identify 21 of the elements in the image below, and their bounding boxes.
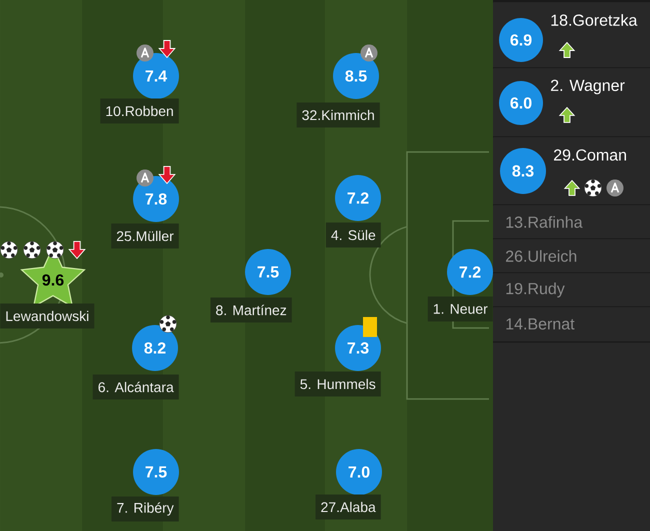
player-name: 8. Martínez	[210, 297, 292, 322]
bench-row: 14.Bernat	[493, 307, 650, 343]
node-label: 26.Ulreich	[506, 250, 576, 262]
player-name: 7. Ribéry	[112, 496, 179, 522]
player-name: 4. Süle	[326, 222, 381, 248]
bench-row: 13.Rafinha	[493, 205, 650, 240]
player-name: 10.Robben	[100, 98, 179, 124]
bench-row: 26.Ulreich	[493, 239, 650, 274]
bench-row: 19.Rudy	[493, 273, 650, 308]
player-name: 25.Müller	[111, 223, 179, 248]
player-name: 6. Alcántara	[92, 374, 179, 400]
player-name: 1. Neuer	[428, 296, 493, 322]
node-label: 19.Rudy	[506, 282, 565, 298]
player-name: 27.Alaba	[316, 494, 381, 520]
node-label: 29.Coman	[554, 149, 626, 161]
node-label: 2. Wagner	[551, 80, 625, 94]
player-name: 32.Kimmich	[296, 102, 380, 128]
node-label: 13.Rafinha	[506, 216, 583, 228]
node-label: 14.Bernat	[506, 318, 574, 330]
player-name: 5. Hummels	[294, 371, 381, 396]
player-name: Lewandowski	[0, 303, 94, 328]
